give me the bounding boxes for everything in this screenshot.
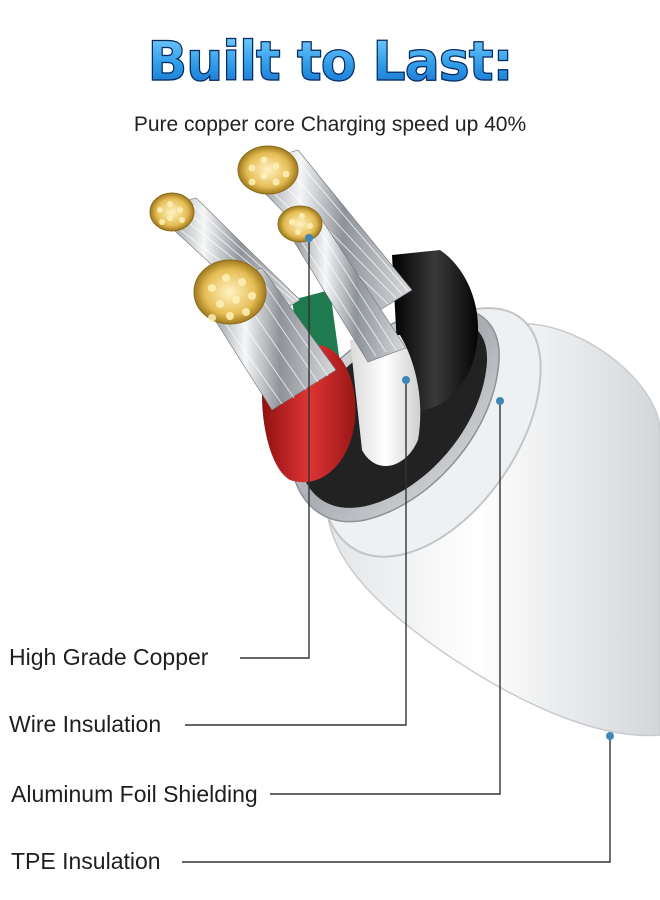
- leader-wire-insulation: [185, 380, 407, 726]
- callout-dots: [305, 234, 614, 740]
- callout-label-tpe-insulation: TPE Insulation: [11, 848, 161, 874]
- leader-tpe: [182, 736, 611, 863]
- leader-copper: [240, 238, 310, 659]
- strand-bundle-front: [193, 259, 337, 411]
- callout-label-wire-insulation: Wire Insulation: [9, 711, 162, 737]
- leader-foil: [270, 401, 501, 795]
- callout-label-copper: High Grade Copper: [9, 644, 209, 670]
- wire-white: [350, 335, 421, 467]
- headline: Built to Last:: [0, 30, 660, 94]
- strand-bundle-middle: [277, 205, 407, 363]
- callout-leaders: [182, 238, 611, 863]
- subheadline: Pure copper core Charging speed up 40%: [133, 113, 527, 136]
- callout-label-foil-shielding: Aluminum Foil Shielding: [11, 781, 258, 807]
